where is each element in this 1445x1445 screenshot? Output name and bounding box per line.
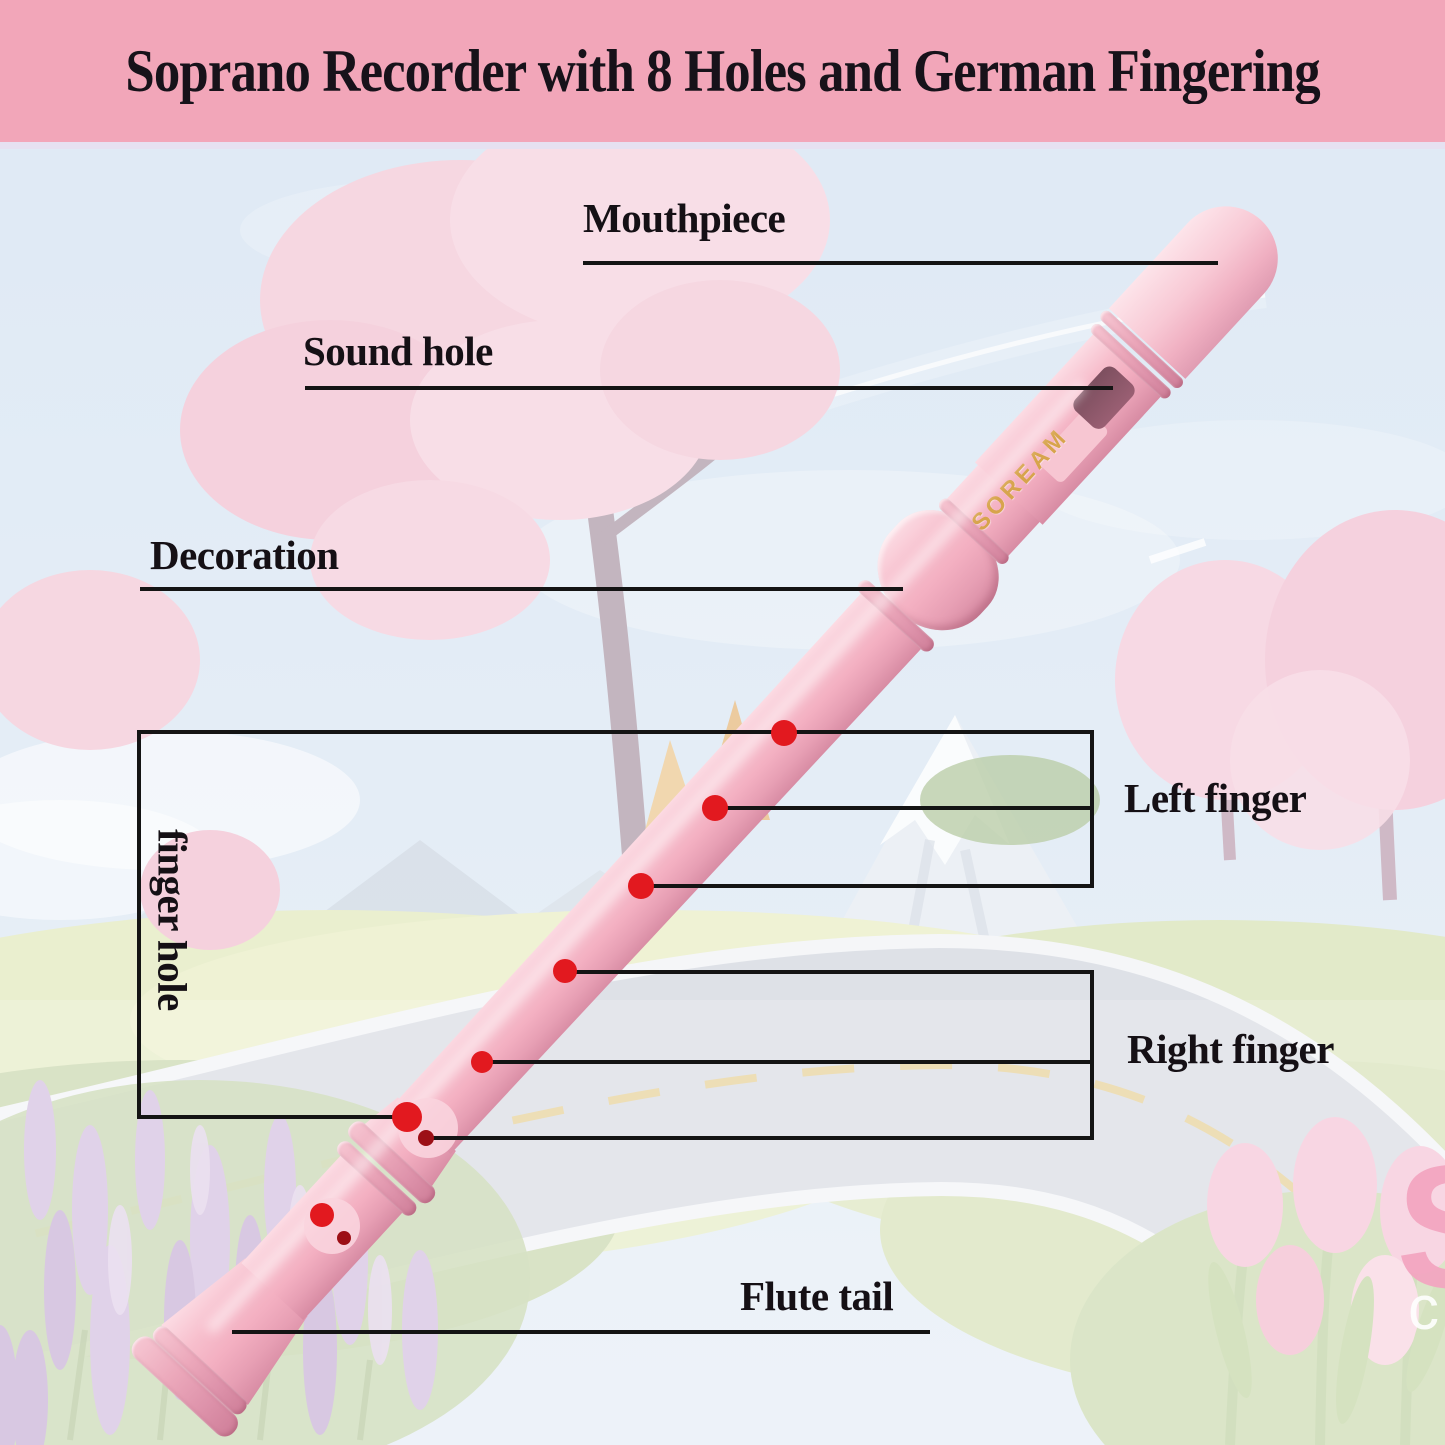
hole-dot-4	[553, 959, 577, 983]
left-finger-bracket	[1090, 730, 1094, 888]
hole2-line	[716, 806, 1092, 810]
hole4-line	[565, 970, 1092, 974]
title-banner: Soprano Recorder with 8 Holes and German…	[0, 0, 1445, 149]
hole-dot-6	[392, 1102, 422, 1132]
foot-hole-dot-large	[310, 1203, 334, 1227]
hole-dot-1	[771, 720, 797, 746]
hole-dot-7	[418, 1130, 434, 1146]
foot-hole-dot-small	[337, 1231, 351, 1245]
cherry-tree	[180, 100, 840, 921]
hole5-line	[482, 1060, 1092, 1064]
hole7-line	[426, 1136, 1092, 1140]
finger-hole-box-left	[137, 730, 141, 1119]
right-finger-bracket	[1090, 970, 1094, 1140]
finger-hole-box-top	[137, 730, 1092, 734]
right-finger-label: Right finger	[1127, 1026, 1334, 1072]
tulips-right	[1070, 1117, 1445, 1445]
sound-hole-line	[305, 386, 1113, 390]
side-trees	[0, 510, 1445, 950]
hole-dot-5	[471, 1051, 493, 1073]
mouthpiece-line	[583, 261, 1218, 265]
mouthpiece-label: Mouthpiece	[583, 195, 786, 241]
flute-tail-label: Flute tail	[740, 1273, 894, 1319]
decoration-label: Decoration	[150, 532, 339, 578]
watermark-letter-secondary: c	[1408, 1274, 1439, 1343]
finger-hole-label: finger hole	[149, 829, 196, 1011]
sound-hole-label: Sound hole	[303, 328, 493, 374]
hole-dot-2	[702, 795, 728, 821]
decoration-line	[140, 587, 903, 591]
hole-dot-3	[628, 873, 654, 899]
left-finger-label: Left finger	[1124, 775, 1307, 821]
page-title: Soprano Recorder with 8 Holes and German…	[125, 37, 1320, 104]
finger-hole-box-bottom	[137, 1115, 409, 1119]
flute-tail-line	[232, 1330, 930, 1334]
hole3-line	[641, 884, 1092, 888]
watermark-letter: S	[1396, 1140, 1445, 1315]
